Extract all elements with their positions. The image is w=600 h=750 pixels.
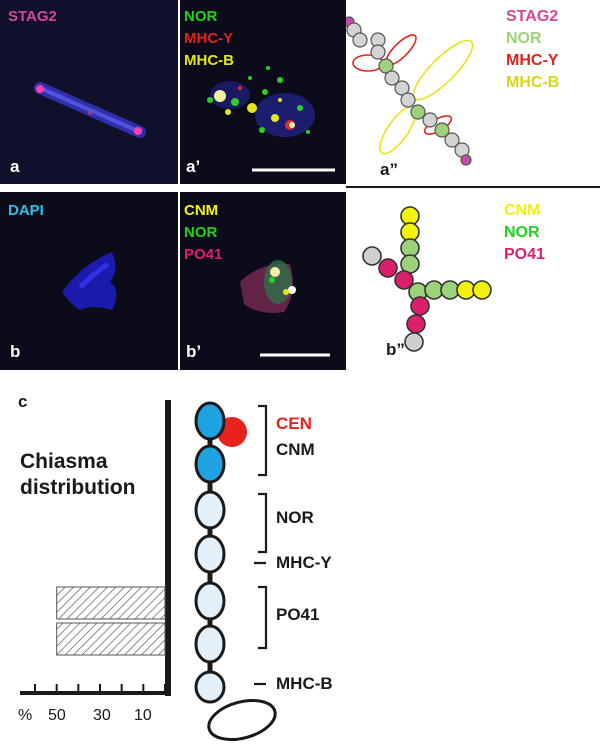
region-brackets — [254, 404, 268, 686]
panel-c-letter: c — [18, 392, 28, 411]
axis-tick-label: 10 — [134, 707, 152, 724]
panel-a-stag2-image: STAG2 a — [0, 0, 178, 184]
b2-schematic — [362, 206, 492, 352]
axis-unit-label: % — [18, 707, 33, 724]
label-mhcy: MHC-Y — [276, 553, 332, 572]
label-nor: NOR — [276, 508, 314, 527]
chiasma-chart — [20, 400, 171, 696]
panel-a2-diagram: STAG2 NOR MHC-Y MHC-B a” — [346, 0, 600, 186]
legend-b2-cnm: CNM — [504, 202, 541, 219]
panel-c: c Chiasma distribution % 50 30 10 — [0, 380, 600, 750]
chiasma-bar — [56, 622, 166, 656]
legend-b2-nor: NOR — [504, 224, 540, 241]
panel-b-title: DAPI — [8, 202, 44, 219]
legend-a2-stag2: STAG2 — [506, 8, 559, 25]
label-mhcb: MHC-B — [276, 674, 333, 693]
panel-a1-fish-image: NOR MHC-Y MHC-B a’ — [180, 0, 346, 184]
panel-a1-letter: a’ — [186, 157, 201, 176]
panel-b-dapi-image: DAPI b — [0, 192, 178, 370]
axis-tick-label: 30 — [93, 707, 111, 724]
panel-b1-fish-image: CNM NOR PO41 b’ — [180, 192, 346, 370]
chiasma-bar — [56, 586, 166, 620]
panel-b1-letter: b’ — [186, 342, 202, 361]
panel-a2-letter: a” — [380, 160, 398, 179]
chart-title-line1: Chiasma — [20, 450, 108, 473]
dapi-signal-image — [0, 192, 178, 370]
legend-a2-mhcb: MHC-B — [506, 74, 560, 91]
chromosome-schematic — [194, 401, 277, 741]
fish-b-signal-image — [180, 192, 346, 370]
panel-a1-label-mhcb: MHC-B — [184, 52, 234, 69]
chart-title-line2: distribution — [20, 476, 136, 499]
label-po41: PO41 — [276, 605, 320, 624]
label-cnm: CNM — [276, 440, 315, 459]
legend-a2-mhcy: MHC-Y — [506, 52, 559, 69]
panel-a-title: STAG2 — [8, 8, 57, 25]
fish-signal-image — [180, 0, 346, 184]
panel-b1-label-cnm: CNM — [184, 202, 219, 219]
panel-a1-label-nor: NOR — [184, 8, 218, 25]
panel-a1-label-mhcy: MHC-Y — [184, 30, 234, 47]
panel-b1-label-po41: PO41 — [184, 246, 223, 263]
panel-b1-label-nor: NOR — [184, 224, 218, 241]
stag2-signal-image — [0, 0, 178, 184]
label-cen: CEN — [276, 414, 312, 433]
row-divider — [346, 186, 600, 188]
legend-a2-nor: NOR — [506, 30, 542, 47]
panel-a-letter: a — [10, 157, 20, 176]
panel-b2-diagram: CNM NOR PO41 b” — [346, 192, 600, 372]
a2-schematic — [346, 16, 474, 166]
axis-tick-label: 50 — [48, 707, 66, 724]
panel-b2-letter: b” — [386, 340, 405, 359]
panel-b-letter: b — [10, 342, 21, 361]
legend-b2-po41: PO41 — [504, 246, 545, 263]
